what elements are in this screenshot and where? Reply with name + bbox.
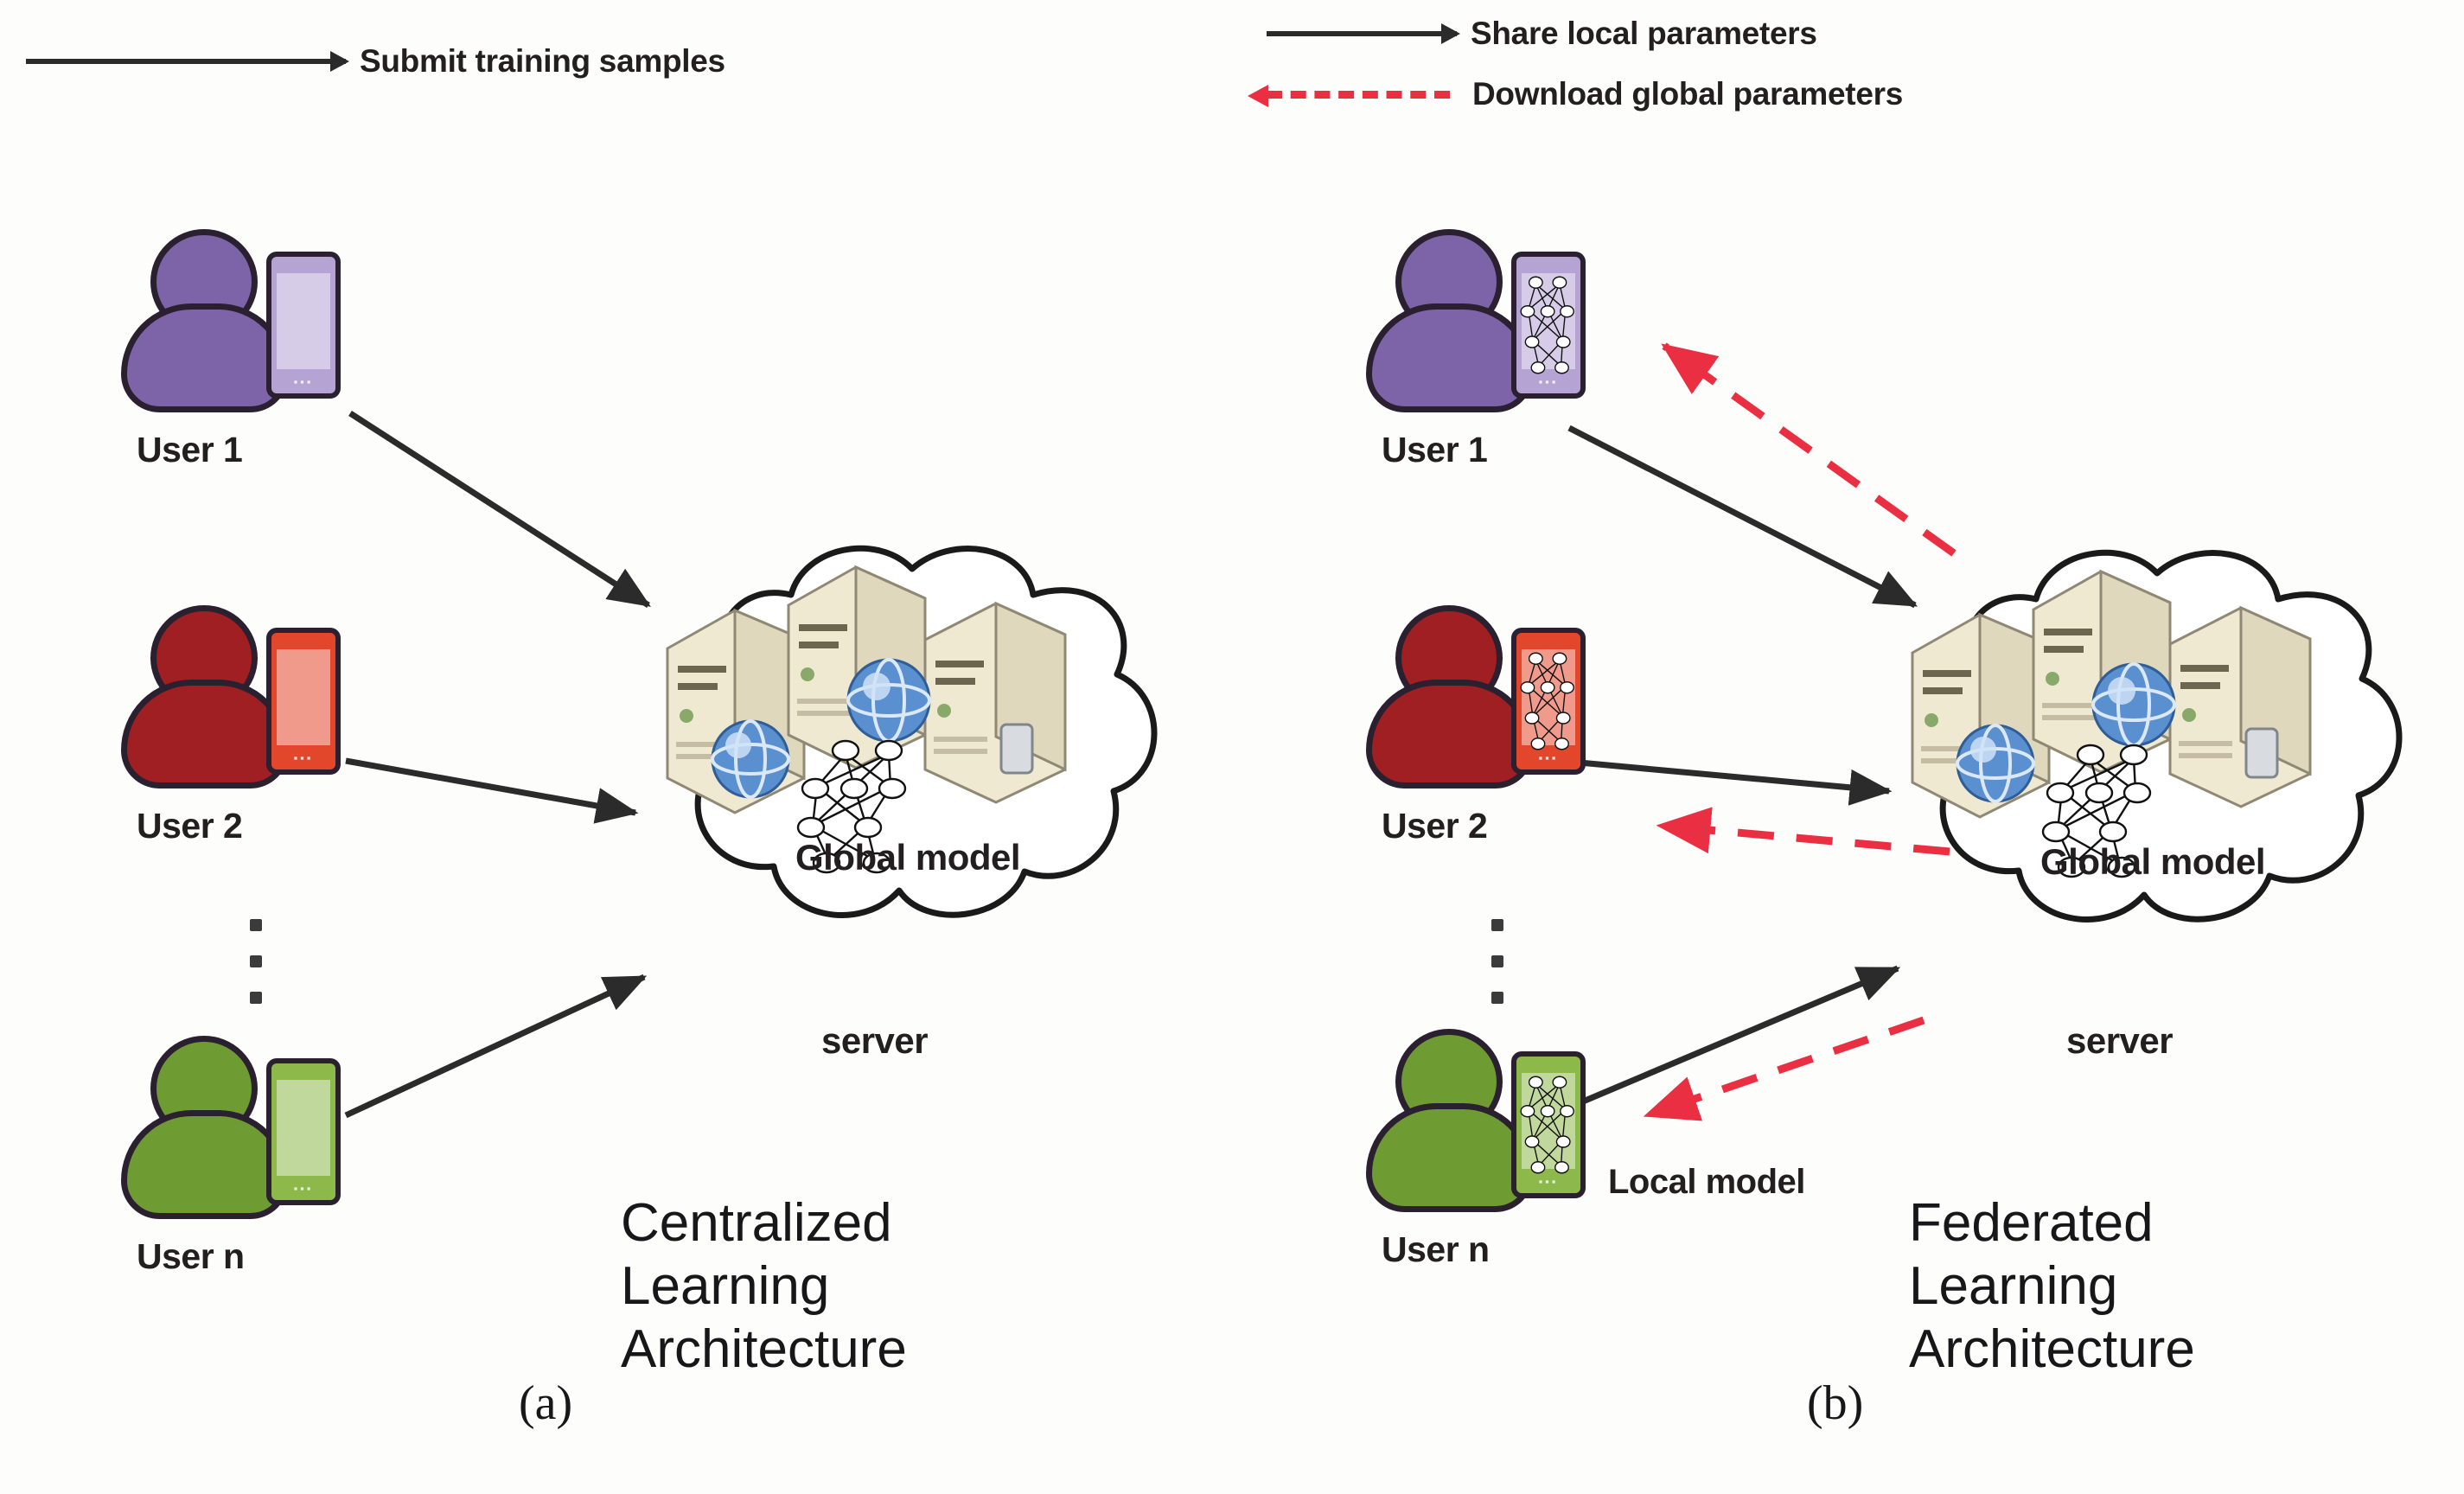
node-label: User 1 [1382, 430, 1488, 469]
avatar: ▪▪▪ [1366, 605, 1625, 791]
person-icon [121, 605, 294, 788]
local-model-label: Local model [1608, 1163, 1805, 1201]
caption-line: Learning [621, 1256, 830, 1317]
caption-line: Centralized [621, 1193, 892, 1253]
globe-icon-1 [711, 719, 790, 799]
node-label: User 2 [137, 806, 243, 846]
local-model-network-icon [1520, 652, 1574, 750]
dashed-arrow-icon [1248, 84, 1450, 107]
ellipsis-vertical [250, 919, 262, 1028]
caption-marker: (a) [519, 1376, 573, 1430]
avatar: ▪▪▪ [121, 229, 380, 415]
globe-icon-1 [1956, 724, 2035, 803]
caption-line: Architecture [621, 1319, 907, 1380]
person-icon [1366, 229, 1539, 412]
smartphone-icon: ▪▪▪ [266, 252, 341, 399]
caption-line: Federated [1909, 1193, 2154, 1253]
server-icon-3 [2168, 605, 2312, 808]
cloud-inner-label: Global model [795, 837, 1021, 878]
avatar: ▪▪▪ [1366, 229, 1625, 415]
cloud-server-a: Global model [640, 527, 1180, 977]
panel-centralized-learning: Submit training samples ▪▪▪ User 1 [26, 43, 1180, 1430]
avatar: ▪▪▪ [121, 605, 380, 791]
caption-panel-b: (b) Federated Learning Architecture [1807, 1191, 2195, 1430]
cloud-outline-icon [666, 545, 1158, 918]
cloud-outline-icon [1911, 549, 2403, 923]
legend-label: Share local parameters [1471, 16, 1817, 51]
smartphone-icon: ▪▪▪ [266, 628, 341, 775]
avatar: ▪▪▪ [121, 1036, 380, 1222]
legend-share-local-parameters: Share local parameters [1267, 16, 1817, 52]
local-model-network-icon [1520, 1076, 1574, 1174]
cloud-inner-label: Global model [2040, 841, 2266, 882]
server-icon-3 [923, 601, 1067, 804]
neural-network-icon [2041, 744, 2152, 878]
avatar: ▪▪▪ [1366, 1029, 1625, 1215]
node-label: User n [137, 1236, 245, 1276]
person-icon [1366, 1029, 1539, 1212]
person-icon [121, 1036, 294, 1219]
node-usern[interactable]: ▪▪▪ [1366, 1029, 1625, 1269]
ellipsis-vertical [1491, 919, 1503, 1028]
legend-download-global-parameters: Download global parameters [1248, 76, 1903, 112]
globe-icon-2 [2091, 662, 2176, 747]
local-model-network-icon [1520, 276, 1574, 374]
caption-line: Learning [1909, 1256, 2118, 1317]
legend-label: Download global parameters [1472, 76, 1903, 112]
legend-submit-training-samples: Submit training samples [26, 43, 725, 80]
solid-arrow-icon [26, 51, 349, 72]
cloud-server-b: Global model [1885, 532, 2425, 981]
panel-federated-learning: Share local parameters Download global p… [1232, 0, 2464, 1494]
node-label: User n [1382, 1229, 1490, 1269]
caption-marker: (b) [1807, 1376, 1864, 1430]
caption-panel-a: (a) Centralized Learning Architecture [519, 1191, 907, 1430]
person-icon [1366, 605, 1539, 788]
smartphone-icon: ▪▪▪ [266, 1058, 341, 1205]
server-label-b: server [2066, 1020, 2174, 1061]
node-label: User 1 [137, 430, 243, 469]
solid-arrow-icon [1267, 23, 1460, 44]
node-user1[interactable]: ▪▪▪ [1366, 229, 1625, 469]
caption-line: Architecture [1909, 1319, 2195, 1380]
server-label-a: server [821, 1020, 929, 1061]
smartphone-icon: ▪▪▪ [1511, 252, 1586, 399]
smartphone-icon: ▪▪▪ [1511, 628, 1586, 775]
node-label: User 2 [1382, 806, 1488, 846]
person-icon [121, 229, 294, 412]
node-user2[interactable]: ▪▪▪ User 2 [121, 605, 380, 846]
node-user1[interactable]: ▪▪▪ User 1 [121, 229, 380, 469]
smartphone-icon: ▪▪▪ [1511, 1051, 1586, 1198]
node-user2[interactable]: ▪▪▪ [1366, 605, 1625, 846]
legend-label: Submit training samples [360, 43, 725, 79]
node-usern[interactable]: ▪▪▪ User n [121, 1036, 380, 1276]
globe-icon-2 [846, 658, 931, 743]
neural-network-icon [796, 739, 907, 874]
